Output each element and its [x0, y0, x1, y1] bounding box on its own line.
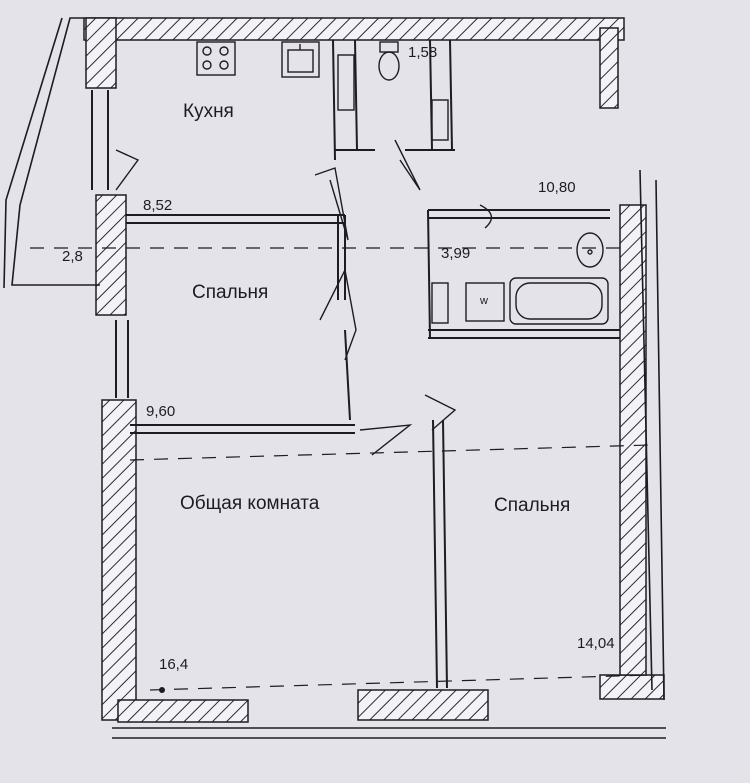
outer-contour — [3, 17, 666, 739]
kitchen-sink — [281, 41, 320, 78]
washer-mark: w — [480, 295, 488, 307]
area-balcony: 2,8 — [62, 248, 83, 265]
washing-machine — [465, 282, 505, 322]
area-kitchen: 8,52 — [143, 197, 173, 214]
room-label-kitchen: Кухня — [183, 101, 234, 122]
toilet — [378, 41, 400, 81]
area-bedroom-1: 9,60 — [146, 403, 176, 420]
area-toilet: 1,58 — [408, 44, 438, 61]
area-hall: 10,80 — [538, 179, 576, 196]
toilet-room-cabinets — [337, 54, 449, 141]
interior-walls — [91, 39, 620, 689]
room-label-bedroom-2: Спальня — [494, 495, 571, 516]
area-living-room: 16,4 — [159, 656, 189, 673]
room-label-bedroom-1: Спальня — [192, 282, 269, 303]
washbasin — [576, 232, 604, 268]
room-label-living-room: Общая комната — [180, 493, 320, 514]
bathroom-cabinet — [431, 282, 449, 324]
area-bathroom: 3,99 — [441, 245, 471, 262]
doors — [115, 139, 493, 456]
area-bedroom-2: 14,04 — [577, 635, 615, 652]
area-marker-dot — [159, 687, 165, 693]
bathtub — [509, 277, 609, 325]
dashed-lines — [30, 247, 651, 691]
stove — [196, 41, 236, 76]
exterior-walls — [83, 17, 665, 723]
